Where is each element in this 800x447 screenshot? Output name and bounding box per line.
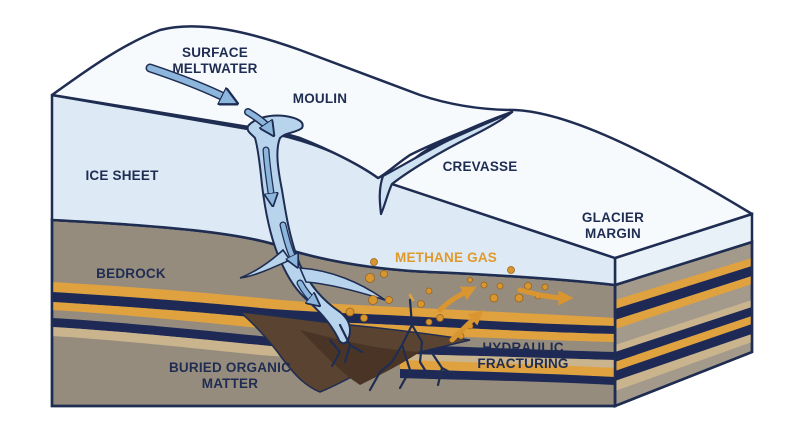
label-buried-organic-matter: BURIED ORGANIC <box>169 360 291 375</box>
label-glacier-margin: GLACIER <box>582 210 644 225</box>
methane-bubble <box>425 318 433 326</box>
label-moulin: MOULIN <box>293 91 347 106</box>
stratum-band <box>52 327 615 368</box>
label-surface-meltwater: MELTWATER <box>172 61 257 76</box>
methane-bubble <box>385 296 393 304</box>
methane-bubbles <box>345 258 549 340</box>
label-crevasse: CREVASSE <box>443 159 518 174</box>
methane-bubble <box>360 314 368 322</box>
methane-bubble <box>507 266 515 274</box>
label-buried-organic-matter: MATTER <box>202 376 258 391</box>
stratum-band <box>52 318 615 360</box>
methane-bubble <box>425 287 433 295</box>
label-hydraulic-fracturing: FRACTURING <box>477 356 568 371</box>
stratum-band <box>400 369 615 385</box>
methane-bubble <box>436 314 444 322</box>
methane-bubble <box>496 282 504 290</box>
label-hydraulic-fracturing: HYDRAULIC <box>482 340 563 355</box>
label-glacier-margin: MARGIN <box>585 226 641 241</box>
label-ice-sheet: ICE SHEET <box>85 168 159 183</box>
methane-bubble <box>345 307 355 317</box>
methane-bubble <box>365 273 375 283</box>
methane-flow-arrows <box>437 286 574 343</box>
meltwater-flow-arrows <box>145 63 315 302</box>
methane-bubble <box>467 277 473 283</box>
methane-bubble <box>368 295 378 305</box>
stratum-band <box>400 360 615 377</box>
right-side-face <box>613 240 754 408</box>
ice-top-surface <box>50 25 754 260</box>
labels: SURFACE MELTWATER MOULIN ICE SHEET CREVA… <box>85 45 644 391</box>
methane-bubble <box>370 258 378 266</box>
label-methane-gas: METHANE GAS <box>395 250 497 265</box>
methane-bubble <box>489 293 499 303</box>
label-surface-meltwater: SURFACE <box>182 45 248 60</box>
methane-bubble <box>380 270 388 278</box>
hydraulic-fractures <box>328 293 457 392</box>
crevasse <box>378 110 514 216</box>
moulin-channel <box>239 114 386 345</box>
stratum-band <box>52 302 615 342</box>
label-bedrock: BEDROCK <box>96 266 166 281</box>
methane-bubble <box>524 282 532 290</box>
methane-bubble <box>514 293 524 303</box>
methane-bubble <box>417 300 425 308</box>
methane-bubble <box>541 283 549 291</box>
methane-bubble <box>480 281 488 289</box>
